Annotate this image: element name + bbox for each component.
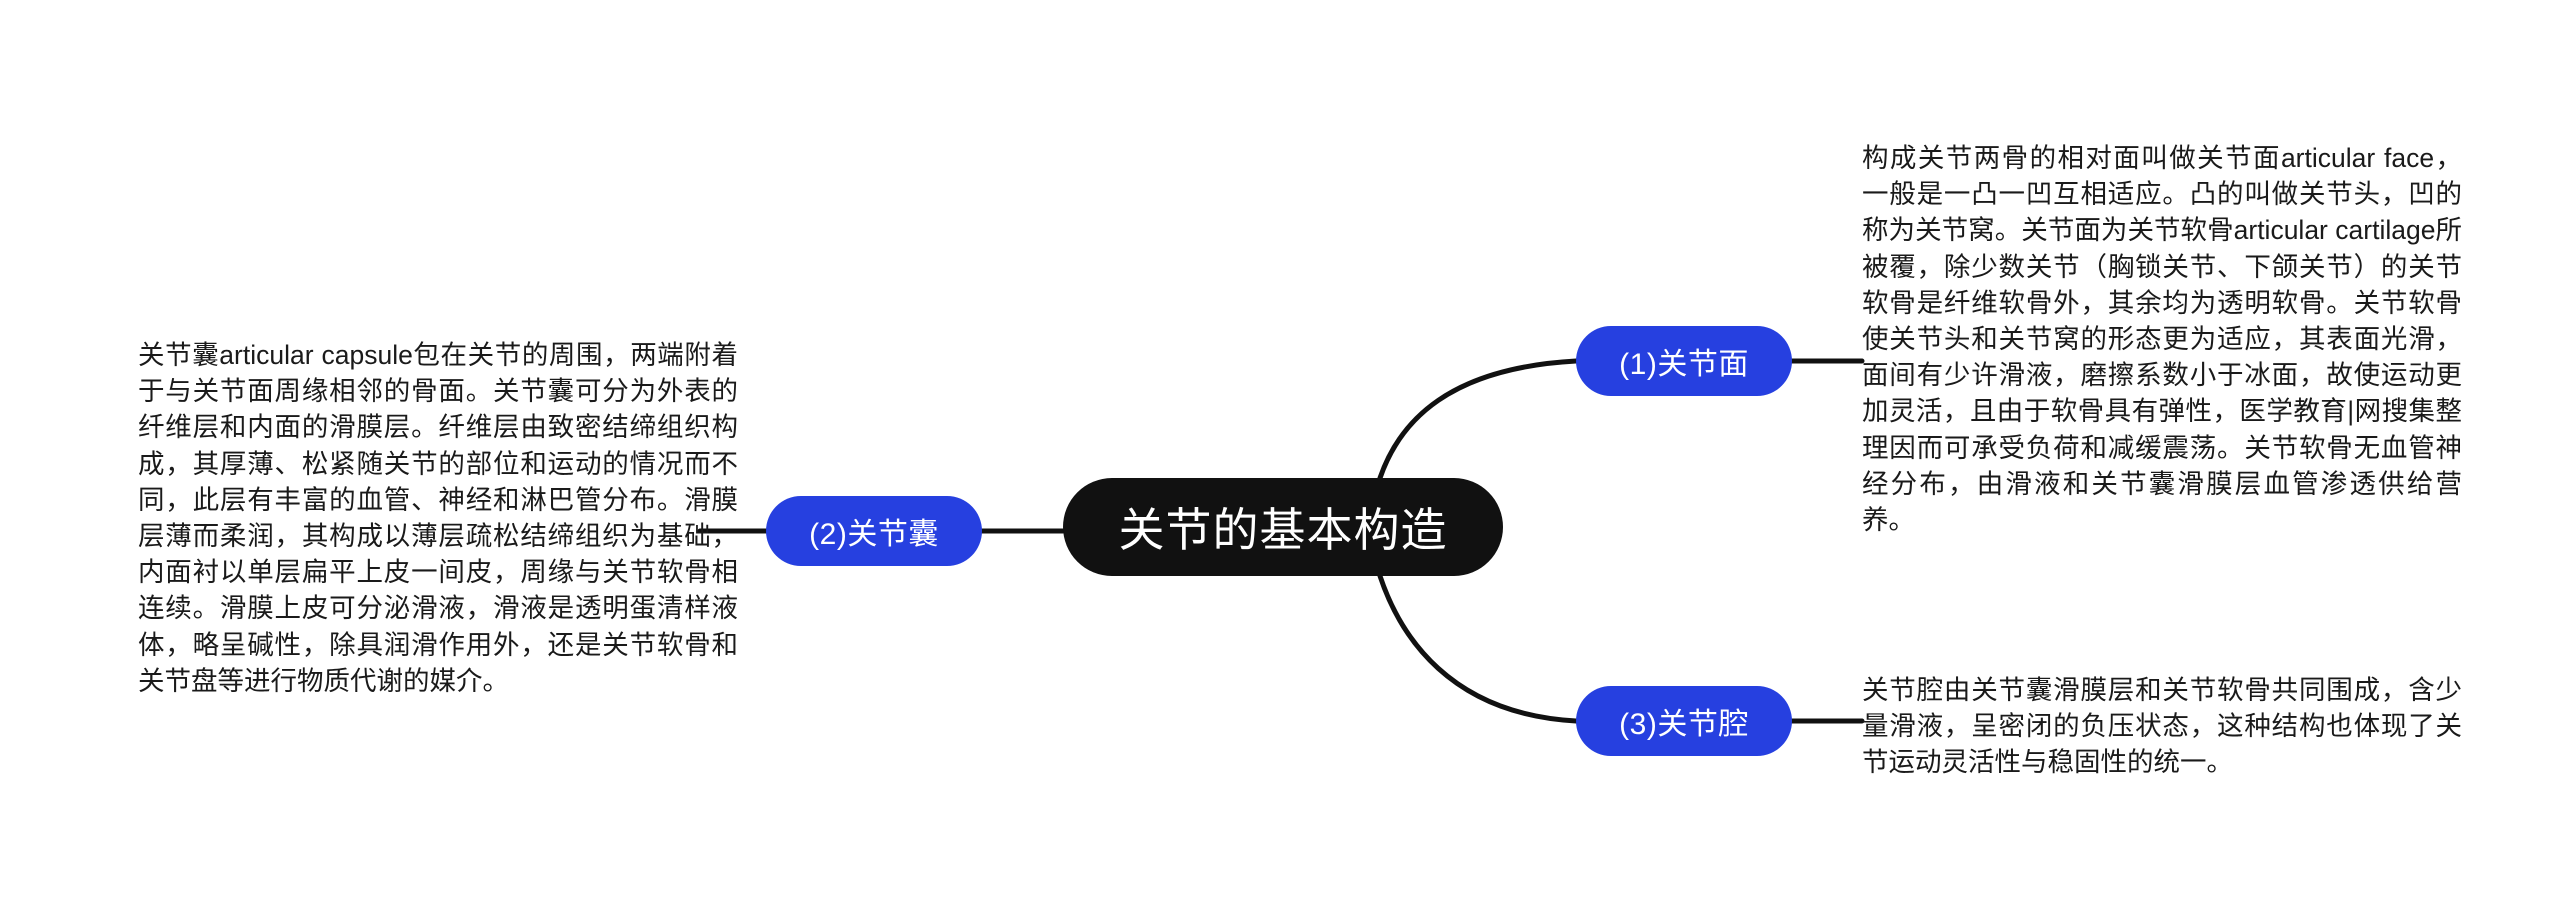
description-guan-jie-nang: 关节囊articular capsule包在关节的周围，两端附着于与关节面周缘相… <box>138 340 738 696</box>
connector-center-to-branch-1 <box>1377 358 1579 481</box>
center-node[interactable]: 关节的基本构造 <box>1063 478 1503 576</box>
connector-center-to-branch-3 <box>1377 573 1579 724</box>
description-guan-jie-mian: 构成关节两骨的相对面叫做关节面articular face，一般是一凸一凹互相适… <box>1862 143 2462 536</box>
branch-node-guan-jie-qiang[interactable]: (3)关节腔 <box>1576 686 1792 756</box>
description-guan-jie-qiang: 关节腔由关节囊滑膜层和关节软骨共同围成，含少量滑液，呈密闭的负压状态，这种结构也… <box>1862 675 2462 778</box>
branch-node-guan-jie-mian[interactable]: (1)关节面 <box>1576 326 1792 396</box>
branch-node-guan-jie-nang[interactable]: (2)关节囊 <box>766 496 982 566</box>
